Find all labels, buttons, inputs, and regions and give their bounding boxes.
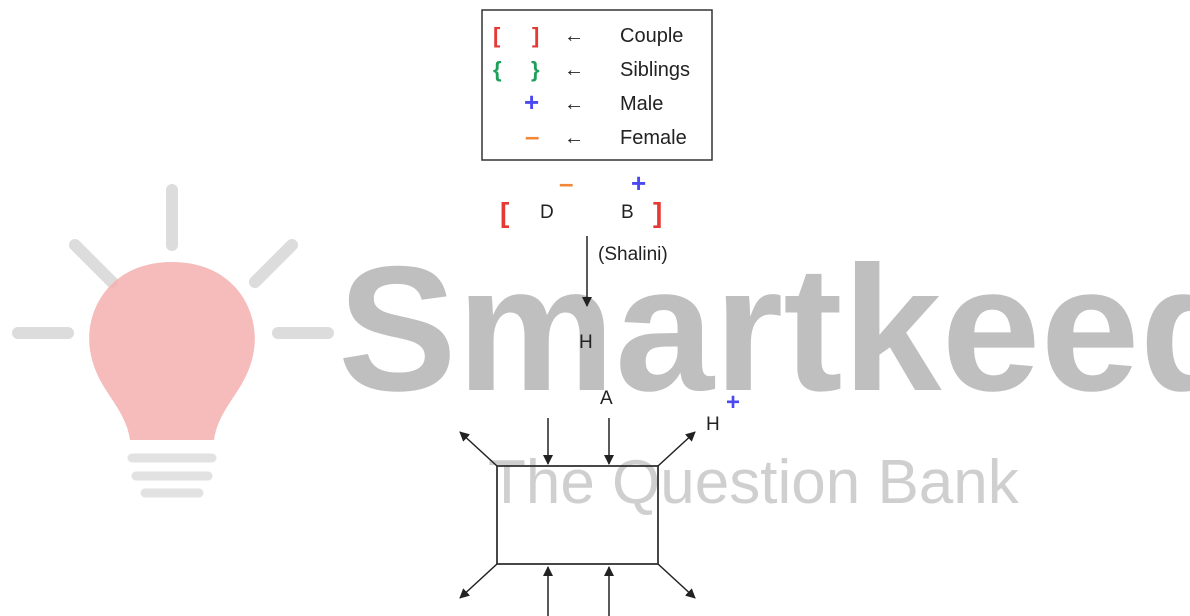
siblings-brace-open: { [493, 57, 502, 82]
watermark-brand: Smartkeeda [338, 229, 1190, 428]
female-minus-icon: – [525, 121, 539, 151]
couple-group: [ D – B + ] [500, 168, 662, 228]
legend-arrow-icon: ← [564, 25, 584, 47]
member-b: B [621, 202, 634, 223]
male-plus-icon: + [631, 168, 646, 198]
watermark-tagline: The Question Bank [488, 448, 1020, 517]
seat-label-a: A [600, 388, 613, 409]
male-plus-icon: + [726, 389, 740, 416]
seat-arrow-corner-bottom-left [459, 563, 498, 599]
couple-bracket-open: [ [500, 197, 509, 228]
member-d: D [540, 202, 554, 223]
couple-bracket-close: ] [653, 197, 662, 228]
couple-bracket-open: [ [493, 23, 501, 48]
seat-arrow-corner-top-left [459, 431, 498, 467]
lightbulb-logo-icon [12, 184, 334, 498]
legend: [ ] ← Couple { } ← Siblings + ← Male – ←… [481, 9, 713, 161]
siblings-brace-close: } [531, 57, 540, 82]
seat-arrow-corner-bottom-right [657, 563, 696, 599]
male-plus-icon: + [524, 87, 539, 117]
legend-label-female: Female [620, 127, 687, 149]
legend-box [481, 9, 713, 161]
legend-arrow-icon: ← [564, 59, 584, 81]
legend-label-male: Male [620, 93, 663, 115]
seat-label-h: H [706, 414, 720, 435]
legend-label-siblings: Siblings [620, 59, 690, 81]
child-h: H [579, 332, 593, 353]
legend-label-couple: Couple [620, 25, 683, 47]
couple-bracket-close: ] [532, 23, 539, 48]
couple-note: (Shalini) [598, 244, 668, 265]
seating-table: A H + [459, 388, 740, 616]
table-rect [496, 465, 659, 565]
female-minus-icon: – [559, 168, 573, 198]
seat-arrow-corner-top-right [657, 431, 696, 467]
legend-arrow-icon: ← [564, 127, 584, 149]
legend-arrow-icon: ← [564, 93, 584, 115]
